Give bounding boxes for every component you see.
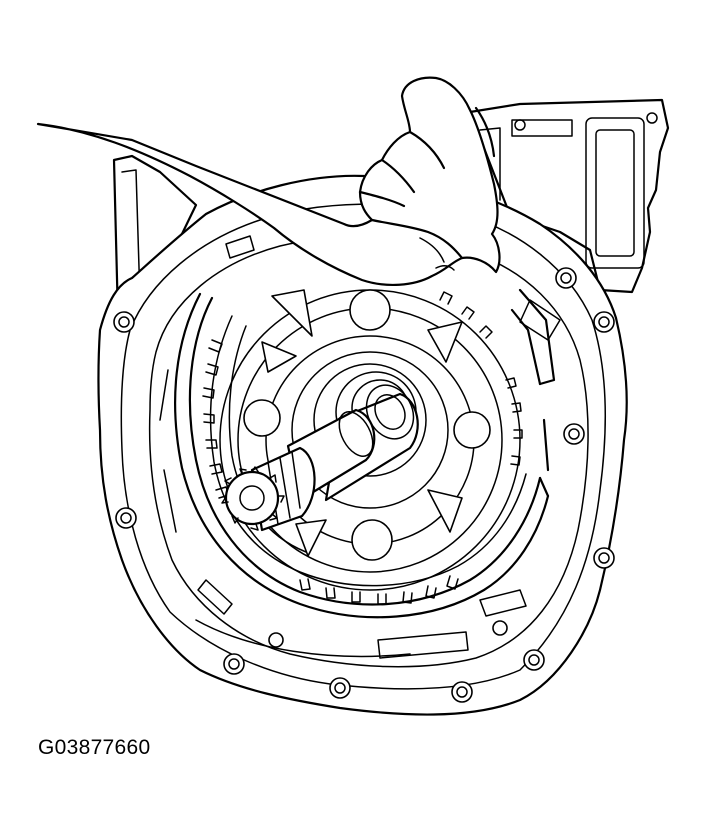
case-extension [468, 98, 670, 294]
hand-icon [36, 76, 501, 287]
gear-shaft-icon [221, 446, 316, 532]
drum-splines [202, 291, 523, 605]
figure-code: G03877660 [38, 736, 151, 759]
hub-openings [243, 289, 491, 561]
bolt-holes [113, 267, 615, 703]
